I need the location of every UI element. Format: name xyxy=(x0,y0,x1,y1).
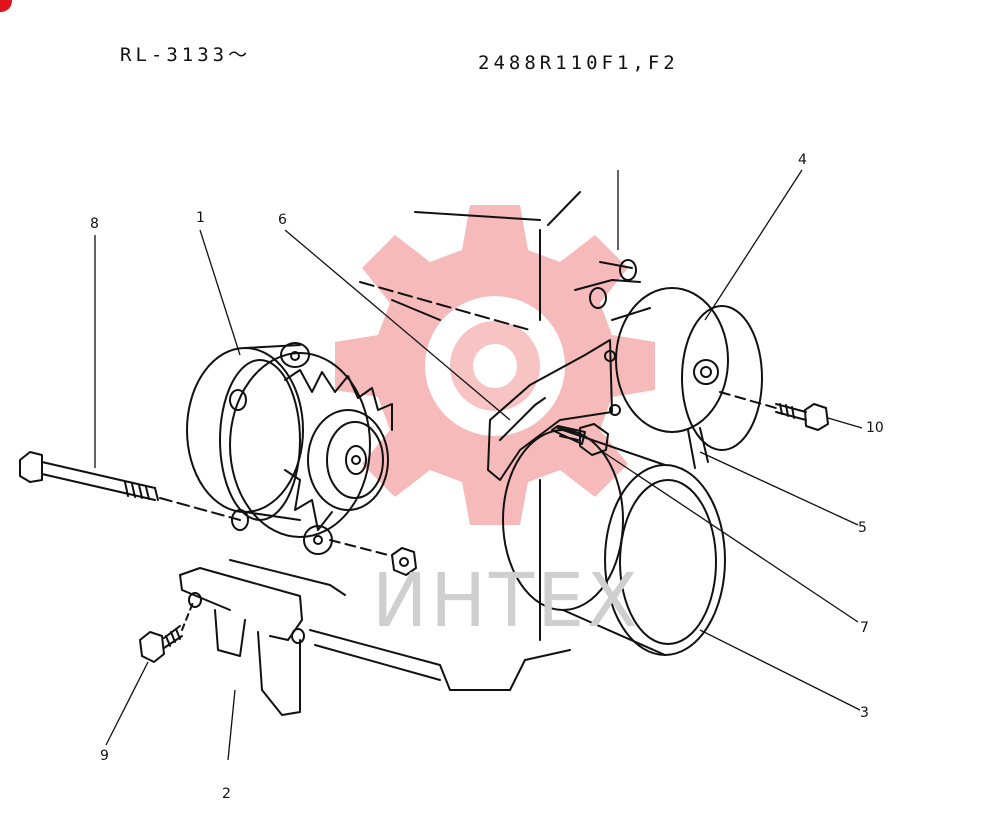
model-range-label: RL-3133〜 xyxy=(120,44,252,66)
fan-pulley xyxy=(502,429,726,656)
engine-block-outline xyxy=(229,191,581,691)
long-bolt xyxy=(19,451,241,521)
leader-4 xyxy=(704,169,803,321)
leader-7 xyxy=(599,449,859,623)
small-bolt xyxy=(139,599,195,663)
callout-leaders xyxy=(94,169,863,761)
callout-2: 2 xyxy=(222,786,231,802)
nut xyxy=(329,539,417,576)
callout-8: 8 xyxy=(90,216,99,232)
callout-4: 4 xyxy=(798,152,807,168)
leader-1 xyxy=(199,229,241,356)
callout-7: 7 xyxy=(860,620,869,636)
watermark-text: ИНТЕХ xyxy=(372,558,641,644)
adjusting-link xyxy=(487,339,621,481)
leader-6 xyxy=(284,229,511,421)
leader-9 xyxy=(105,661,149,746)
leader-10 xyxy=(827,417,863,429)
callout-1: 1 xyxy=(196,210,205,226)
leader-5 xyxy=(699,451,859,526)
callout-10: 10 xyxy=(866,420,884,436)
alternator xyxy=(186,342,393,555)
part-number-label: 2488R110F1,F2 xyxy=(478,52,679,74)
callout-6: 6 xyxy=(278,212,287,228)
v-belt xyxy=(687,427,709,469)
leader-3 xyxy=(699,629,861,711)
callout-3: 3 xyxy=(860,705,869,721)
callout-9: 9 xyxy=(100,748,109,764)
watermark-gear-logo xyxy=(335,205,655,525)
mounting-bracket xyxy=(179,567,305,716)
water-pump xyxy=(574,259,763,451)
leader-2 xyxy=(227,689,236,761)
callout-5: 5 xyxy=(858,520,867,536)
pump-bolt xyxy=(719,391,829,431)
link-bolt xyxy=(551,423,609,456)
